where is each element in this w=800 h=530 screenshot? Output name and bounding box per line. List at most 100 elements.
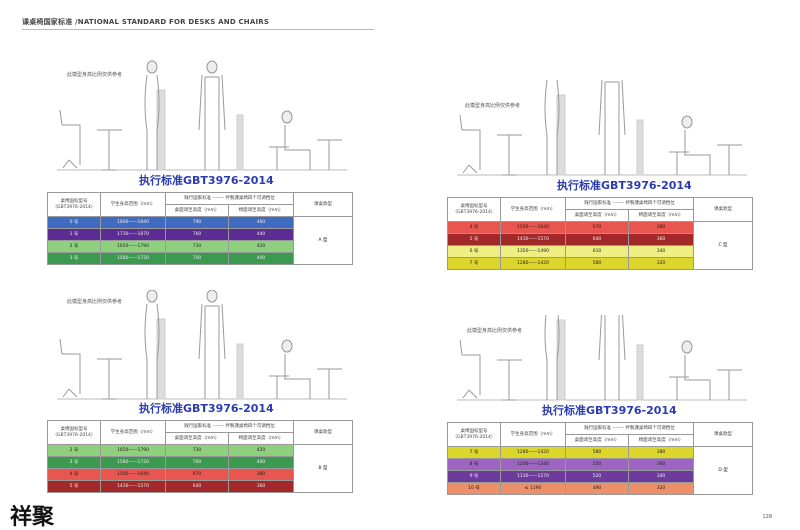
desk-header: 桌面调至高度（mm） [565, 209, 629, 222]
chair-header: 椅面调至高度（mm） [627, 209, 695, 222]
model-cell: 3 号 [47, 456, 101, 469]
desk-type-cell: C 型 [693, 221, 754, 270]
ergonomic-illustration [57, 290, 347, 400]
chair-height-cell: 340 [627, 470, 695, 483]
chair-height-cell: 360 [627, 233, 695, 246]
model-cell: 9 号 [447, 470, 501, 483]
chair-height-cell: 400 [227, 456, 295, 469]
height-range-header: 学生身高范围（mm） [500, 422, 566, 447]
table-row: 3 号 1580——1720 700 400 [47, 252, 353, 265]
height-range-cell: 1580——1720 [100, 252, 166, 265]
chair-header: 椅面调至高度（mm） [227, 204, 295, 217]
height-range-cell: ≤ 1190 [500, 482, 566, 495]
chair-height-cell: 320 [627, 482, 695, 495]
standard-title: 执行标准GBT3976-2014 [557, 179, 692, 192]
chair-height-cell: 340 [627, 245, 695, 258]
height-range-cell: 1650——1790 [100, 444, 166, 457]
scale-note: 此模型身高比例仅供参考 [67, 72, 123, 78]
group-header: 践行国家标准 ------- 拌製課桌椅四个可调档位 [164, 192, 295, 205]
ergonomic-illustration [457, 80, 747, 176]
table-row: 4 号 1500——1640 670 380 C 型 [447, 221, 754, 270]
chair-header: 椅面调至高度（mm） [627, 434, 695, 447]
chair-height-cell: 380 [227, 468, 295, 481]
scale-note: 此模型身高比例仅供参考 [467, 328, 523, 334]
model-cell: 3 号 [47, 252, 101, 265]
ergonomic-illustration [457, 315, 747, 401]
desk-type-cell: B 型 [293, 444, 354, 493]
height-range-cell: 1430——1570 [100, 480, 166, 493]
table-row: 2 号 1650——1790 730 420 [47, 240, 353, 253]
height-range-cell: 1580——1720 [100, 456, 166, 469]
desk-height-cell: 790 [165, 216, 229, 229]
chair-header: 椅面调至高度（mm） [227, 432, 295, 445]
height-range-header: 学生身高范围（mm） [500, 197, 566, 222]
model-header: 桌椅国标型号（GBT3976-2014） [447, 422, 501, 447]
model-cell: 2 号 [47, 240, 101, 253]
model-cell: 1 号 [47, 228, 101, 241]
height-range-header: 学生身高范围（mm） [100, 420, 166, 445]
chair-height-cell: 360 [627, 458, 695, 471]
desk-height-cell: 700 [165, 252, 229, 265]
standard-table: 桌椅国标型号（GBT3976-2014） 学生身高范围（mm） 践行国家标准 -… [47, 192, 354, 265]
type-header: 课桌款型 [693, 422, 754, 447]
standard-table: 桌椅国标型号（GBT3976-2014） 学生身高范围（mm） 践行国家标准 -… [447, 422, 754, 495]
chair-height-cell: 320 [627, 257, 695, 270]
group-header: 践行国家标准 ------- 拌製課桌椅四个可调档位 [564, 422, 695, 435]
model-cell: 4 号 [47, 468, 101, 481]
model-cell: 5 号 [447, 233, 501, 246]
page-number: 128 [762, 514, 772, 520]
model-cell: 8 号 [447, 458, 501, 471]
chair-height-cell: 460 [227, 216, 295, 229]
group-header: 践行国家标准 ------- 拌製課桌椅四个可调档位 [564, 197, 695, 210]
scale-note: 此模型身高比例仅供参考 [465, 103, 521, 109]
desk-height-cell: 640 [165, 480, 229, 493]
model-cell: 6 号 [447, 245, 501, 258]
height-range-cell: 1650——1790 [100, 240, 166, 253]
type-header: 课桌款型 [293, 192, 354, 217]
type-header: 课桌款型 [293, 420, 354, 445]
desk-height-cell: 670 [165, 468, 229, 481]
chair-height-cell: 420 [227, 444, 295, 457]
desk-type-cell: A 型 [293, 216, 354, 265]
height-range-cell: 1430——1570 [500, 233, 566, 246]
table-row: 7 号 1280——1420 580 380 D 型 [447, 446, 754, 495]
height-range-cell: 1500——1640 [500, 221, 566, 234]
chair-height-cell: 380 [627, 446, 695, 459]
standard-title: 执行标准GBT3976-2014 [139, 174, 274, 187]
chair-height-cell: 360 [227, 480, 295, 493]
page-header: 课桌椅国家标准 /NATIONAL STANDARD FOR DESKS AND… [22, 18, 270, 26]
height-range-cell: 1200——1340 [500, 458, 566, 471]
desk-height-cell: 550 [565, 458, 629, 471]
table-row: 3 号 1580——1720 700 400 [47, 456, 353, 469]
table-row: 0 号 1800——1940 790 460 A 型 [47, 216, 354, 265]
chair-height-cell: 440 [227, 228, 295, 241]
height-range-cell: 1500——1640 [100, 468, 166, 481]
model-cell: 0 号 [47, 216, 101, 229]
type-header: 课桌款型 [693, 197, 754, 222]
desk-header: 桌面调至高度（mm） [165, 432, 229, 445]
standard-title: 执行标准GBT3976-2014 [542, 404, 677, 417]
model-header: 桌椅国标型号（GBT3976-2014） [47, 192, 101, 217]
desk-height-cell: 730 [165, 240, 229, 253]
table-row: 5 号 1430——1570 640 360 [47, 480, 353, 493]
model-cell: 10 号 [447, 482, 501, 495]
desk-height-cell: 670 [565, 221, 629, 234]
model-cell: 4 号 [447, 221, 501, 234]
height-range-cell: 1280——1420 [500, 446, 566, 459]
desk-height-cell: 700 [165, 456, 229, 469]
desk-header: 桌面调至高度（mm） [565, 434, 629, 447]
desk-height-cell: 580 [565, 446, 629, 459]
desk-height-cell: 640 [565, 233, 629, 246]
desk-height-cell: 760 [165, 228, 229, 241]
standard-table: 桌椅国标型号（GBT3976-2014） 学生身高范围（mm） 践行国家标准 -… [447, 197, 754, 270]
height-range-cell: 1730——1870 [100, 228, 166, 241]
table-row: 7 号 1280——1420 580 320 [447, 257, 753, 270]
chair-height-cell: 400 [227, 252, 295, 265]
desk-type-cell: D 型 [693, 446, 754, 495]
table-row: 10 号 ≤ 1190 490 320 [447, 482, 753, 495]
model-cell: 5 号 [47, 480, 101, 493]
model-cell: 7 号 [447, 446, 501, 459]
desk-height-cell: 520 [565, 470, 629, 483]
height-range-cell: 1350——1490 [500, 245, 566, 258]
table-row: 6 号 1350——1490 610 340 [447, 245, 753, 258]
